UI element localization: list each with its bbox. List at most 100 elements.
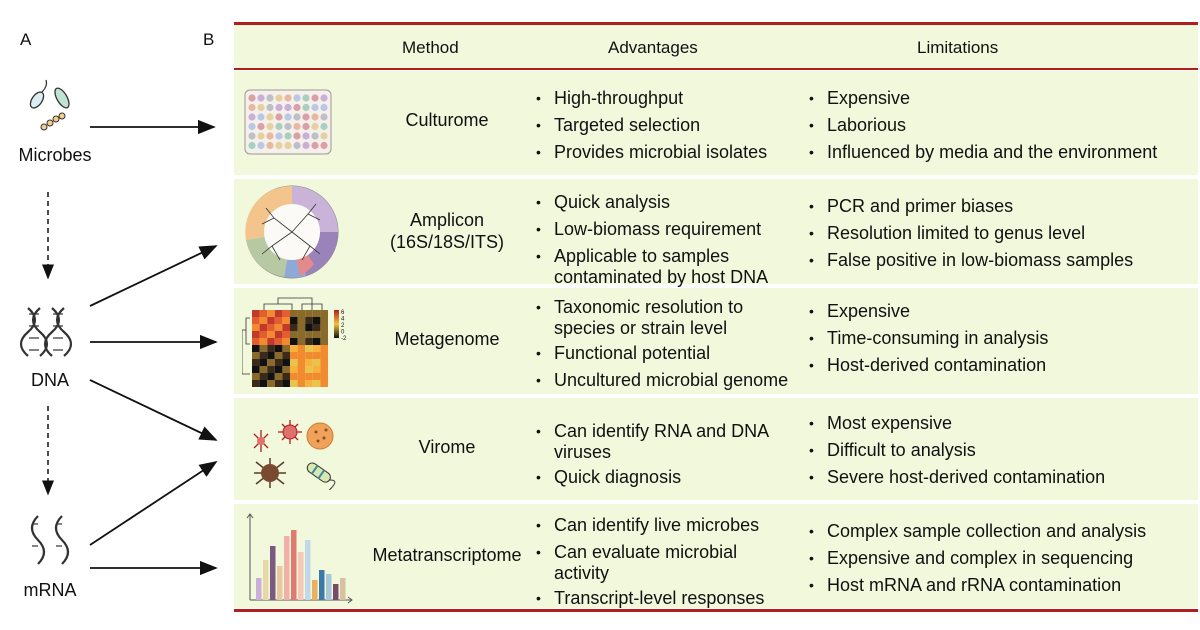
heatmap-cell (267, 310, 275, 317)
heatmap-cell (274, 324, 283, 331)
well (320, 113, 328, 121)
advantages-item: Quick diagnosis (536, 467, 769, 488)
heatmap-cell (297, 317, 306, 324)
heatmap-cell (312, 331, 321, 338)
heatmap-cell (320, 324, 328, 331)
bar-chart-icon-bar (319, 570, 325, 600)
heatmap-cell (312, 366, 321, 373)
heatmap-cell (297, 373, 306, 380)
heatmap-cell (252, 345, 260, 352)
limitations-metatranscriptome: Complex sample collection and analysisEx… (809, 521, 1146, 602)
well (320, 94, 328, 102)
well (266, 113, 274, 121)
heatmap-cell (312, 317, 321, 324)
header-method: Method (402, 38, 459, 57)
heatmap-cell (320, 317, 328, 324)
advantages-item: Targeted selection (536, 115, 767, 136)
heatmap-cell (282, 373, 290, 380)
virus-icon (253, 420, 336, 490)
well (248, 94, 256, 102)
well (284, 113, 292, 121)
limitations-item: Severe host-derived contamination (809, 467, 1105, 488)
heatmap-cell (274, 331, 283, 338)
bar-chart-icon-bar (284, 536, 290, 600)
advantages-culturome: High-throughputTargeted selectionProvide… (536, 88, 767, 169)
well (248, 122, 256, 131)
table-rule-header (234, 68, 1198, 70)
heatmap-cell (252, 373, 260, 380)
heatmap-cell (252, 324, 260, 331)
well (293, 113, 301, 121)
well (275, 113, 283, 121)
heatmap-cell (259, 338, 268, 345)
heatmap-scale-label: 0 (341, 330, 345, 336)
well (302, 122, 310, 131)
heatmap-cell (290, 380, 298, 387)
limitations-item: Expensive (809, 301, 1048, 322)
bar-chart-icon-bar (256, 578, 262, 600)
advantages-metatranscriptome: Can identify live microbesCan evaluate m… (536, 515, 764, 615)
heatmap-cell (259, 373, 268, 380)
panel-label-a: A (20, 30, 32, 49)
heatmap-cell (290, 359, 298, 366)
limitations-item: False positive in low-biomass samples (809, 250, 1133, 271)
phylogenetic-tree-icon (245, 185, 339, 279)
methods-table: Method Advantages Limitations Culturome … (234, 22, 1198, 612)
heatmap-cell (267, 366, 275, 373)
mrna-icon (30, 515, 70, 565)
heatmap-cell (267, 331, 275, 338)
limitations-item: Time-consuming in analysis (809, 328, 1048, 349)
well (284, 94, 292, 102)
well (275, 122, 283, 131)
well (284, 122, 292, 131)
heatmap-cell (305, 345, 313, 352)
heatmap-cell (274, 352, 283, 359)
well (248, 103, 256, 112)
heatmap-cell (267, 380, 275, 387)
table-row-culturome: Culturome High-throughputTargeted select… (234, 71, 1198, 175)
advantages-item: Uncultured microbial genome (536, 370, 788, 391)
bar-chart-icon-bar (312, 580, 318, 600)
heatmap-cell (305, 359, 313, 366)
heatmap-cell (252, 317, 260, 324)
heatmap-cell (297, 352, 306, 359)
heatmap-cell (312, 345, 321, 352)
bar-chart-icon-bar (340, 578, 346, 600)
well (275, 141, 283, 150)
limitations-item: Host mRNA and rRNA contamination (809, 575, 1146, 596)
heatmap-cell (290, 338, 298, 345)
advantages-item: Can identify live microbes (536, 515, 764, 536)
table-row-amplicon: Amplicon(16S/18S/ITS) Quick analysisLow-… (234, 179, 1198, 287)
well (284, 132, 292, 140)
heatmap-cell (297, 380, 306, 387)
bar-chart-icon-bar (333, 584, 339, 600)
header-limitations: Limitations (917, 38, 999, 57)
well (257, 103, 265, 112)
heatmap-cell (297, 310, 306, 317)
well (248, 132, 256, 140)
well (293, 94, 301, 102)
heatmap-cell (290, 345, 298, 352)
heatmap-cell (297, 345, 306, 352)
heatmap-scale-label: -2 (341, 336, 347, 342)
heatmap-cell (252, 331, 260, 338)
well (311, 113, 319, 121)
advantages-item: Quick analysis (536, 192, 768, 213)
well (320, 141, 328, 150)
heatmap-cell (282, 345, 290, 352)
heatmap-cell (267, 359, 275, 366)
bar-chart-icon-bar (298, 552, 304, 600)
heatmap-cell (312, 352, 321, 359)
heatmap-cell (274, 359, 283, 366)
heatmap-cell (282, 366, 290, 373)
well (293, 141, 301, 150)
heatmap-cell (267, 338, 275, 345)
advantages-item: Functional potential (536, 343, 788, 364)
heatmap-scale-label: 2 (341, 323, 345, 329)
heatmap-cell (252, 338, 260, 345)
well (275, 132, 283, 140)
advantages-item: High-throughput (536, 88, 767, 109)
limitations-item: Expensive (809, 88, 1157, 109)
heatmap-cell (290, 373, 298, 380)
